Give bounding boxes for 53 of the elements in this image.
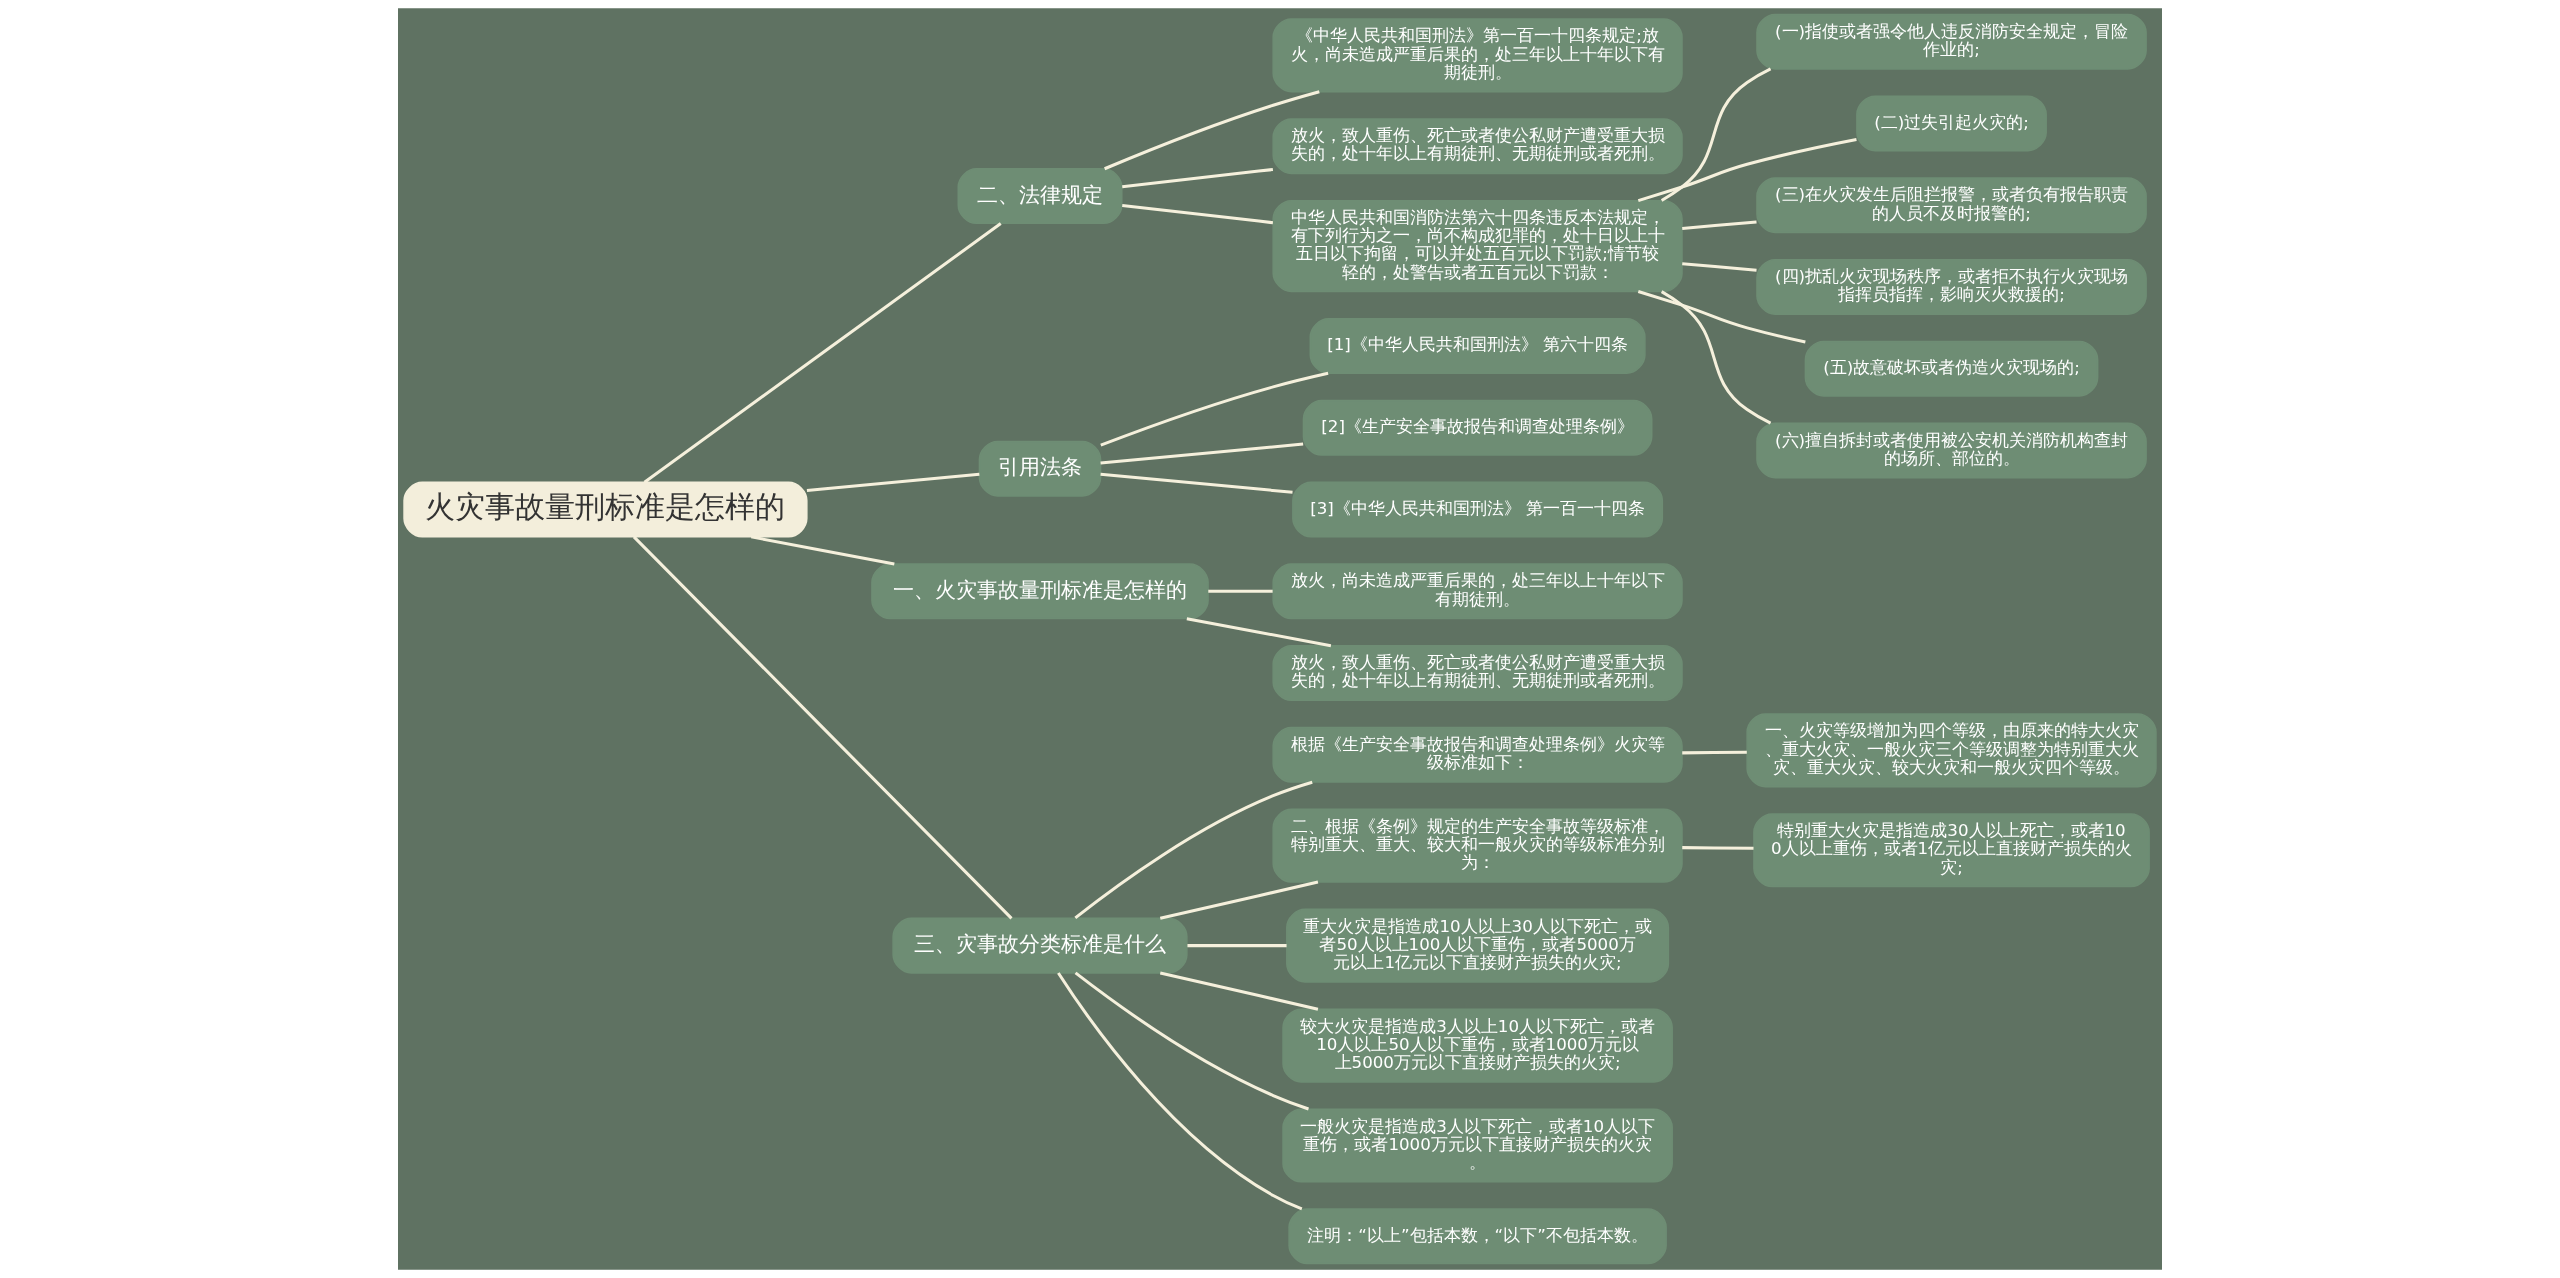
connector [1057, 972, 1303, 1211]
node-box: (二)过失引起火灾的; [1856, 95, 2047, 152]
connector [1159, 880, 1319, 920]
node-box: 特别重大火灾是指造成30人以上死亡，或者100人以上重伤，或者1亿元以上直接财产损失的火灾; [1753, 813, 2150, 888]
connector [806, 472, 980, 493]
node-box: 一、火灾事故量刑标准是怎样的 [871, 563, 1209, 620]
connector [1682, 750, 1747, 755]
connector [1100, 442, 1304, 465]
connector [1660, 67, 1772, 202]
connector [1637, 290, 1806, 344]
node-box: 二、根据《条例》规定的生产安全事故等级标准，特别重大、重大、较大和一般火灾的等级标准分别为： [1272, 808, 1683, 883]
connector [1100, 472, 1293, 494]
connector [1660, 290, 1772, 425]
connector [1122, 203, 1274, 225]
node-box: (六)擅自拆封或者使用被公安机关消防机构查封的场所、部位的。 [1756, 422, 2147, 479]
connector [1122, 168, 1274, 189]
node-box: 较大火灾是指造成3人以上10人以下死亡，或者10人以上50人以下重伤，或者1000万元以上5000万元以下直接财产损失的火灾; [1282, 1008, 1673, 1083]
node-box: 放火，尚未造成严重后果的，处三年以上十年以下有期徒刑。 [1272, 563, 1683, 620]
node-box: 重大火灾是指造成10人以上30人以下死亡，或者50人以上100人以下重伤，或者5000万元以上1亿元以下直接财产损失的火灾; [1286, 908, 1670, 983]
connector [1637, 138, 1857, 203]
connector [1186, 617, 1332, 648]
connector [632, 535, 1013, 920]
connector [1682, 262, 1757, 272]
connector [643, 222, 1002, 484]
node-box: 放火，致人重伤、死亡或者使公私财产遭受重大损失的，处十年以上有期徒刑、无期徒刑或者死刑。 [1272, 645, 1683, 702]
node-box: (三)在火灾发生后阻拦报警，或者负有报告职责的人员不及时报警的; [1756, 177, 2147, 234]
node-box: 中华人民共和国消防法第六十四条违反本法规定，有下列行为之一，尚不构成犯罪的，处十日以上十五日以下拘留，可以并处五百元以下罚款;情节较轻的，处警告或者五百元以下罚款： [1272, 199, 1683, 293]
node-box: [2]《生产安全事故报告和调查处理条例》 [1302, 399, 1653, 456]
connector [1682, 220, 1757, 230]
connector [1159, 971, 1319, 1011]
node-box: [1]《中华人民共和国刑法》 第六十四条 [1309, 318, 1646, 374]
connector [1074, 780, 1313, 919]
node-box: 三、灾事故分类标准是什么 [892, 917, 1188, 974]
connector [1100, 371, 1329, 447]
node-box: 注明：“以上”包括本数，“以下”不包括本数。 [1288, 1208, 1667, 1265]
node-box: [3]《中华人民共和国刑法》 第一百一十四条 [1292, 481, 1664, 538]
connector [1208, 589, 1273, 593]
node-box: 《中华人民共和国刑法》第一百一十四条规定;放火，尚未造成严重后果的，处三年以上十年以下有期徒刑。 [1272, 18, 1683, 93]
node-box: (五)故意破坏或者伪造火灾现场的; [1804, 340, 2099, 397]
node-box: 根据《生产安全事故报告和调查处理条例》火灾等级标准如下： [1272, 726, 1683, 783]
connector [1104, 90, 1320, 171]
node-box: 引用法条 [978, 440, 1102, 497]
connector [750, 535, 895, 566]
node-box: 放火，致人重伤、死亡或者使公私财产遭受重大损失的，处十年以上有期徒刑、无期徒刑或者死刑。 [1272, 118, 1683, 175]
node-box: 火灾事故量刑标准是怎样的 [403, 481, 808, 538]
node-box: (四)扰乱火灾现场秩序，或者拒不执行火灾现场指挥员指挥，影响灭火救援的; [1756, 258, 2147, 315]
node-box: (一)指使或者强令他人违反消防安全规定，冒险作业的; [1756, 13, 2147, 70]
node-box: 二、法律规定 [957, 168, 1123, 225]
connector [1074, 971, 1309, 1111]
node-box: 一般火灾是指造成3人以下死亡，或者10人以下重伤，或者1000万元以下直接财产损失的火灾。 [1282, 1108, 1673, 1183]
connector [1682, 846, 1754, 850]
node-box: 一、火灾等级增加为四个等级，由原来的特大火灾、重大火灾、一般火灾三个等级调整为特别重大火灾、重大火灾、较大火灾和一般火灾四个等级。 [1746, 713, 2157, 788]
connector [1187, 944, 1287, 948]
